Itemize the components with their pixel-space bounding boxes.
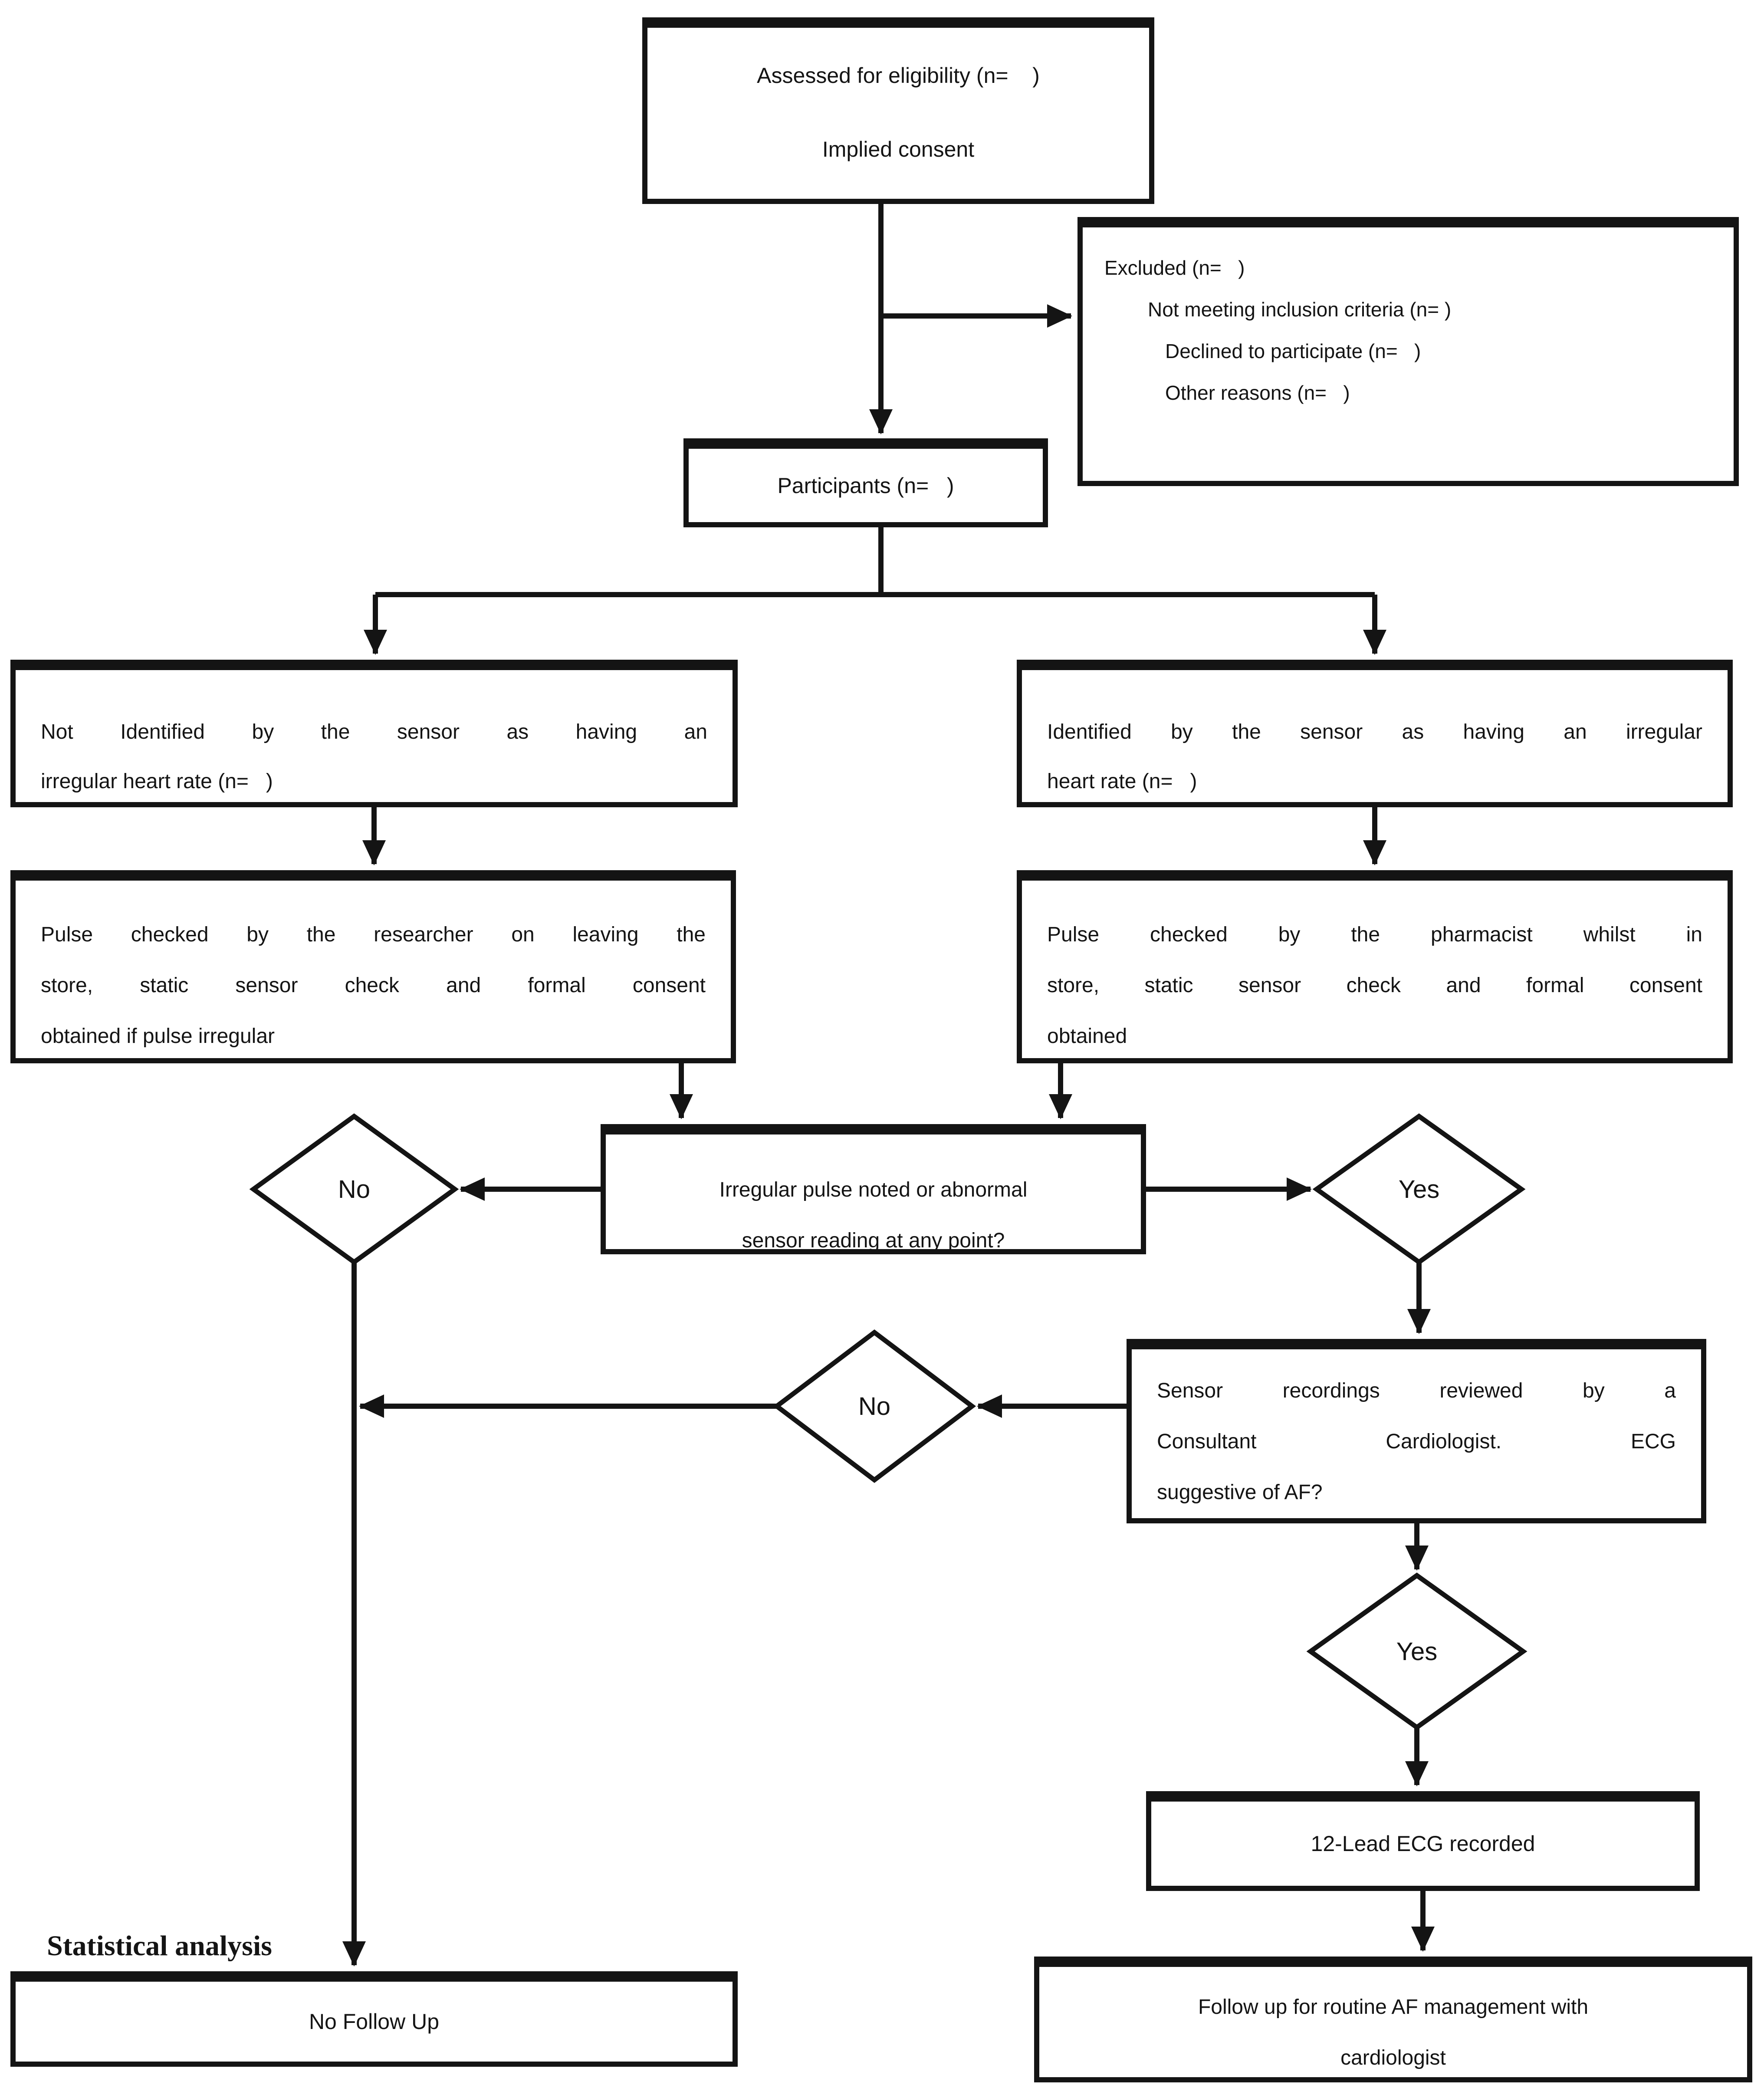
node-not-identified-by-sensor: Not Identified by the sensor as having a… [10,660,738,807]
node-no-follow-up: No Follow Up [10,1971,738,2067]
excluded-line-3: Declined to participate (n= ) [1165,340,1421,362]
node-participants: Participants (n= ) [683,438,1048,527]
participants-label: Participants (n= ) [777,473,954,498]
researcher-check-line-1: Pulse checked by the researcher on leavi… [41,923,706,946]
identified-line-2: heart rate (n= ) [1047,770,1197,793]
sensor-review-line-1: Sensor recordings reviewed by a [1157,1379,1676,1402]
excluded-line-4: Other reasons (n= ) [1165,381,1350,404]
follow-up-line-1: Follow up for routine AF management with [1198,1996,1589,2019]
not-identified-line-2: irregular heart rate (n= ) [41,770,273,793]
pharmacist-check-line-1: Pulse checked by the pharmacist whilst i… [1047,923,1702,946]
researcher-check-line-2: store, static sensor check and formal co… [41,974,706,997]
decision-yes-1-label: Yes [1398,1175,1440,1204]
not-identified-line-1: Not Identified by the sensor as having a… [41,720,707,743]
follow-up-line-2: cardiologist [1340,2046,1446,2069]
node-irregular-pulse-question: Irregular pulse noted or abnormal sensor… [601,1124,1146,1254]
assessed-line-2: Implied consent [822,137,975,161]
node-follow-up-af-management: Follow up for routine AF management with… [1034,1957,1752,2082]
sensor-review-line-3: suggestive of AF? [1157,1481,1323,1504]
assessed-line-1: Assessed for eligibility (n= ) [757,63,1040,88]
decision-yes-2-shape [1306,1572,1527,1730]
pharmacist-check-line-2: store, static sensor check and formal co… [1047,974,1702,997]
decision-no-1-label: No [338,1175,371,1204]
excluded-line-1: Excluded (n= ) [1104,256,1245,279]
decision-no-2-shape [772,1329,976,1483]
node-assessed-for-eligibility: Assessed for eligibility (n= ) Implied c… [642,17,1154,204]
no-follow-up-label: No Follow Up [309,2009,440,2034]
node-pulse-checked-by-researcher: Pulse checked by the researcher on leavi… [10,870,736,1063]
irregular-question-line-2: sensor reading at any point? [742,1229,1005,1252]
node-excluded: Excluded (n= ) Not meeting inclusion cri… [1077,217,1739,486]
pharmacist-check-line-3: obtained [1047,1025,1127,1048]
researcher-check-line-3: obtained if pulse irregular [41,1025,275,1048]
node-pulse-checked-by-pharmacist: Pulse checked by the pharmacist whilst i… [1017,870,1733,1063]
irregular-question-line-1: Irregular pulse noted or abnormal [719,1178,1028,1201]
node-12-lead-ecg-recorded: 12-Lead ECG recorded [1146,1791,1700,1891]
sensor-review-line-2: Consultant Cardiologist. ECG [1157,1430,1676,1453]
decision-no-1-shape [249,1113,459,1265]
decision-yes-1-shape [1312,1113,1526,1265]
identified-line-1: Identified by the sensor as having an ir… [1047,720,1702,743]
ecg-recorded-label: 12-Lead ECG recorded [1311,1832,1535,1856]
node-identified-by-sensor: Identified by the sensor as having an ir… [1017,660,1733,807]
node-sensor-recordings-reviewed: Sensor recordings reviewed by a Consulta… [1127,1339,1706,1523]
statistical-analysis-heading: Statistical analysis [47,1930,272,1962]
decision-no-2-label: No [858,1392,891,1421]
excluded-line-2: Not meeting inclusion criteria (n= ) [1148,298,1452,321]
decision-yes-2-label: Yes [1396,1637,1438,1666]
